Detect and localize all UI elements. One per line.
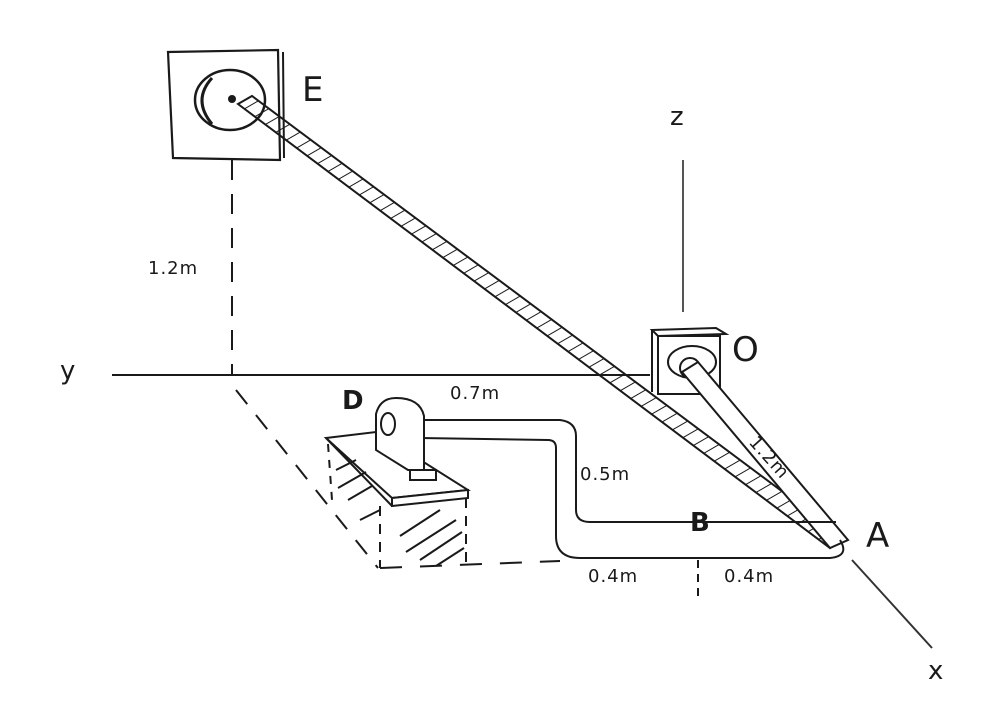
dim-0-5m: 0.5m [580,464,631,485]
label-D: D [342,386,364,416]
label-B: B [690,508,710,538]
cable-EA [236,94,844,550]
axis-label-z: z [670,102,684,132]
rod-ABD [419,419,845,559]
x-axis-line [851,559,933,649]
label-O: O [732,330,759,370]
support-E [166,48,285,162]
dim-0-4m-left: 0.4m [588,566,639,587]
block-D [323,396,471,568]
axis-label-x: x [928,656,944,686]
base-dashed-diagonal [235,389,379,569]
dim-0-7m: 0.7m [450,383,501,404]
dim-E-height: 1.2m [148,258,199,279]
label-A: A [866,516,890,556]
dim-0-4m-right: 0.4m [724,566,775,587]
label-E: E [302,70,324,110]
rod-OA [680,360,850,550]
axis-label-y: y [60,356,76,386]
base-dashed-horizontal [379,560,561,569]
support-O [649,326,730,395]
